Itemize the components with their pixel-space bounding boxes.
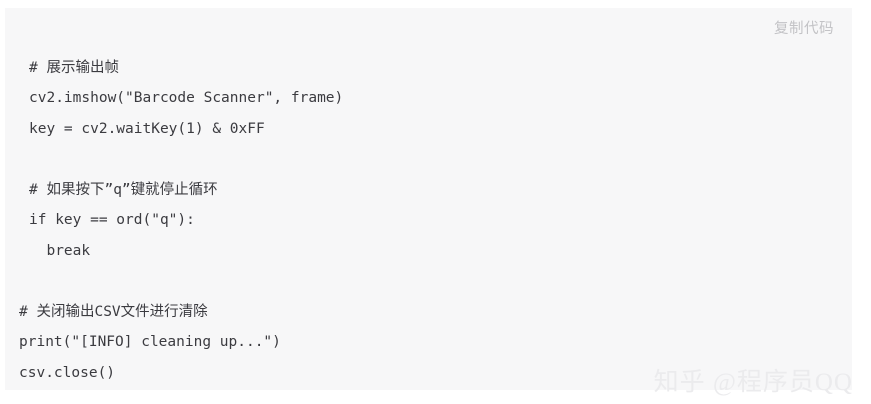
- code-line: if key == ord("q"):: [29, 212, 195, 228]
- code-line: [5, 144, 852, 175]
- code-line: # 如果按下”q”键就停止循环: [29, 181, 218, 198]
- code-block: 复制代码 # 展示输出帧 cv2.imshow("Barcode Scanner"…: [5, 8, 852, 390]
- code-content[interactable]: # 展示输出帧 cv2.imshow("Barcode Scanner", fra…: [5, 53, 852, 391]
- code-line: print("[INFO] cleaning up..."): [19, 334, 281, 350]
- code-line: # 关闭输出CSV文件进行清除: [19, 303, 208, 320]
- code-line: key = cv2.waitKey(1) & 0xFF: [29, 120, 265, 137]
- code-line: break: [29, 242, 91, 259]
- copy-code-button[interactable]: 复制代码: [774, 21, 834, 37]
- code-line: csv.close(): [19, 364, 116, 381]
- code-line: cv2.imshow("Barcode Scanner", frame): [29, 90, 344, 106]
- code-line: # 展示输出帧: [29, 59, 119, 76]
- zhihu-watermark: 知乎 @程序员QQ: [653, 369, 853, 396]
- code-line: [5, 266, 852, 297]
